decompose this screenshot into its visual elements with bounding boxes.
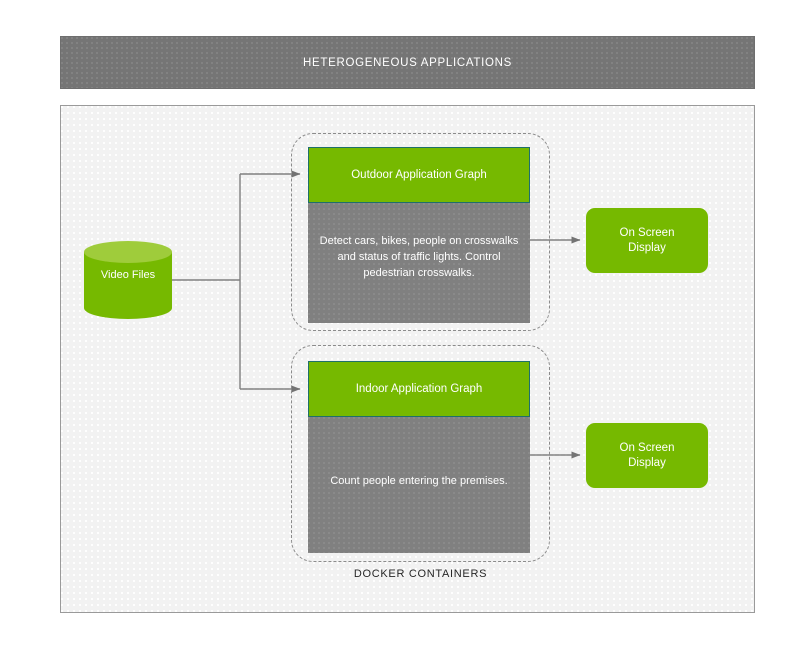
video-files-datastore: Video Files xyxy=(84,241,172,319)
docker-container-indoor xyxy=(291,345,550,562)
on-screen-display-outdoor: On Screen Display xyxy=(586,208,708,273)
osd-indoor-label-line1: On Screen xyxy=(619,441,675,454)
indoor-application-title: Indoor Application Graph xyxy=(308,361,530,417)
outdoor-application-title: Outdoor Application Graph xyxy=(308,147,530,203)
osd-outdoor-label: On Screen Display xyxy=(620,226,675,256)
on-screen-display-indoor: On Screen Display xyxy=(586,423,708,488)
osd-indoor-label: On Screen Display xyxy=(620,441,675,471)
docker-container-outdoor xyxy=(291,133,550,331)
header-title: HETEROGENEOUS APPLICATIONS xyxy=(302,56,513,69)
outdoor-application-description: Detect cars, bikes, people on crosswalks… xyxy=(319,235,519,279)
osd-outdoor-label-line2: Display xyxy=(628,241,666,254)
osd-indoor-label-line2: Display xyxy=(628,456,666,469)
cylinder-top-ellipse xyxy=(84,241,172,263)
docker-containers-caption: DOCKER CONTAINERS xyxy=(353,568,488,580)
outdoor-application-card: Outdoor Application Graph Detect cars, b… xyxy=(308,147,530,323)
outdoor-application-body: Detect cars, bikes, people on crosswalks… xyxy=(308,203,530,323)
header-bar: HETEROGENEOUS APPLICATIONS xyxy=(60,36,755,89)
indoor-application-card: Indoor Application Graph Count people en… xyxy=(308,361,530,553)
video-files-label: Video Files xyxy=(100,269,156,281)
osd-outdoor-label-line1: On Screen xyxy=(619,226,675,239)
indoor-application-description: Count people entering the premises. xyxy=(330,475,508,487)
indoor-application-body: Count people entering the premises. xyxy=(308,417,530,553)
